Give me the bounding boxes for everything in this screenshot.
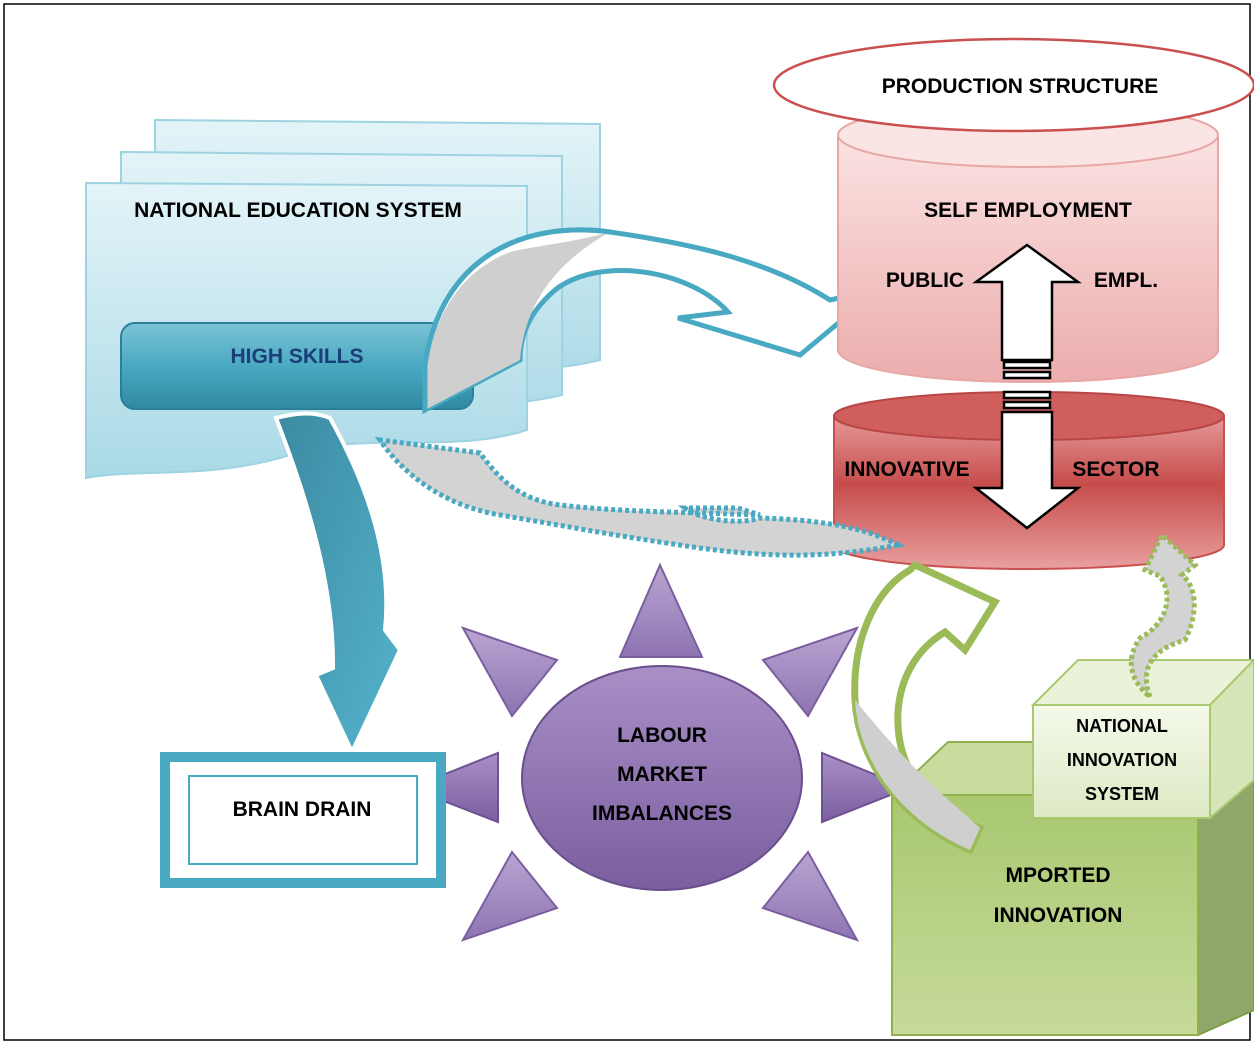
- high-skills-label: HIGH SKILLS: [230, 345, 363, 368]
- innovation-label: INNOVATION: [994, 904, 1123, 927]
- nis-line1-label: NATIONAL: [1076, 716, 1168, 736]
- brain-drain-inner-frame: [188, 775, 418, 865]
- nis-line2-label: INNOVATION: [1067, 750, 1177, 770]
- brain-drain-arrow: [273, 411, 403, 757]
- national-education-system-label: NATIONAL EDUCATION SYSTEM: [134, 199, 462, 222]
- national-innovation-system-box: [1030, 658, 1254, 821]
- nis-to-innovative-dotted-arrow: [1128, 530, 1199, 706]
- self-employment-label: SELF EMPLOYMENT: [924, 199, 1132, 222]
- imbalances-label: IMBALANCES: [592, 802, 732, 825]
- public-label: PUBLIC: [886, 269, 964, 292]
- production-structure-ellipse: [772, 37, 1254, 133]
- labour-label: LABOUR: [617, 724, 707, 747]
- nis-line3-label: SYSTEM: [1085, 784, 1159, 804]
- innovative-label: INNOVATIVE: [844, 458, 969, 481]
- market-label: MARKET: [617, 763, 707, 786]
- vertical-double-arrow: [972, 243, 1082, 530]
- green-arrow-fold: [855, 700, 980, 850]
- imported-label: MPORTED: [1006, 864, 1111, 887]
- education-arrow-fold: [425, 232, 610, 410]
- brain-drain-label: BRAIN DRAIN: [233, 798, 372, 821]
- labour-market-sun: [407, 562, 911, 942]
- sector-label: SECTOR: [1072, 458, 1159, 481]
- outer-frame: [3, 3, 1251, 1041]
- production-structure-label: PRODUCTION STRUCTURE: [882, 75, 1159, 98]
- empl-label: EMPL.: [1094, 269, 1158, 292]
- innovative-to-education-dotted-arrow: [374, 436, 906, 558]
